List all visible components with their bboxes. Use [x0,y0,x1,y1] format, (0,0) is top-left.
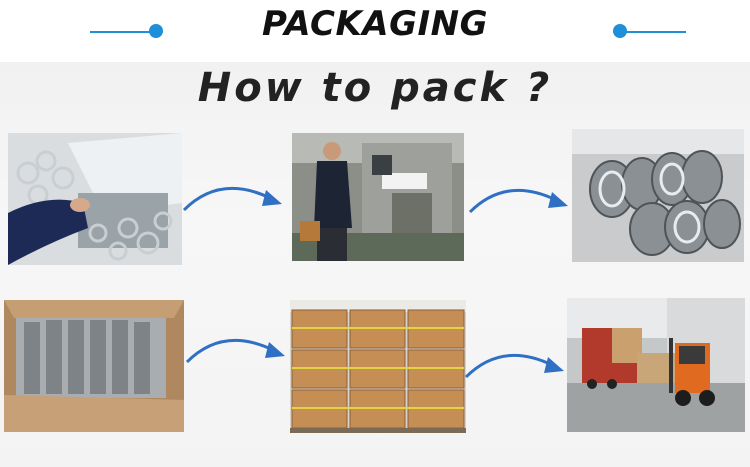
left-decor-line [90,31,156,33]
flow-arrow-4 [464,353,564,379]
rings-in-carton-photo [4,300,184,432]
stacked-cartons-photo [290,300,466,433]
flow-arrow-2 [468,188,568,214]
left-decor-dot [149,24,163,38]
subtitle: How to pack ? [197,65,553,111]
flow-arrow-3 [185,338,285,364]
flow-arrow-1 [182,186,282,212]
page-title: PACKAGING [261,4,489,44]
hand-sorting-rings-photo [8,133,182,265]
worker-at-bagging-machine-photo [292,133,464,261]
right-decor-line [620,31,686,33]
forklift-loading-truck-photo [567,298,745,432]
bagged-rings-photo [572,129,744,262]
